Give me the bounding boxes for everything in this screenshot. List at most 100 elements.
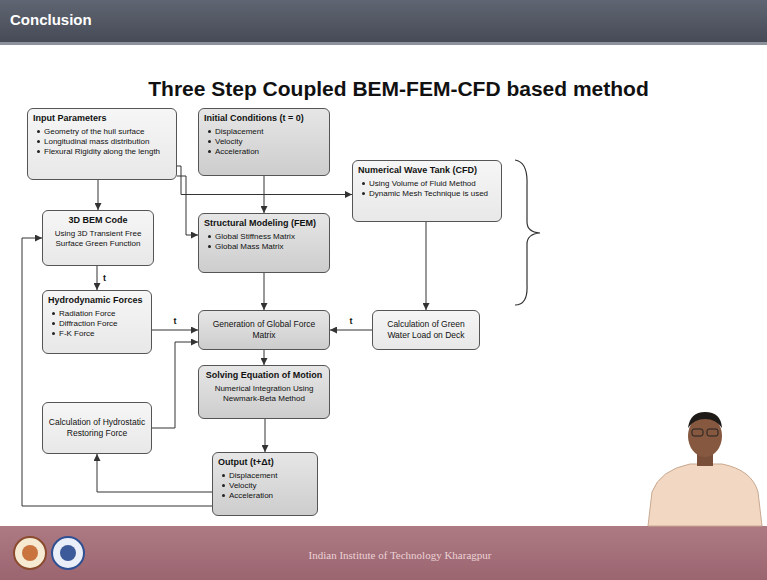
logo-seal xyxy=(22,545,38,561)
bullet-dot xyxy=(362,192,365,195)
bullet-item: Velocity xyxy=(208,137,324,147)
bullet-text: Dynamic Mesh Technique is used xyxy=(369,189,488,199)
logo-seal xyxy=(60,545,76,561)
connector xyxy=(330,330,372,331)
box-heading: Initial Conditions (t = 0) xyxy=(204,113,324,124)
bullet-text: Using Volume of Fluid Method xyxy=(369,179,476,189)
connector xyxy=(98,180,99,210)
box-heading: Numerical Wave Tank (CFD) xyxy=(358,165,496,176)
bullet-dot xyxy=(208,130,211,133)
bullet-item: Acceleration xyxy=(208,147,324,157)
presenter-hair xyxy=(688,412,722,428)
connector xyxy=(177,176,198,235)
bullet-text: Acceleration xyxy=(229,491,273,501)
bullet-item: Radiation Force xyxy=(52,309,146,319)
connector xyxy=(152,330,198,331)
bullet-dot xyxy=(222,494,225,497)
bullet-item: Dynamic Mesh Technique is used xyxy=(362,189,496,199)
edge-label: t xyxy=(102,274,107,283)
bullet-item: Acceleration xyxy=(222,491,312,501)
process-box: Generation of Global Force Matrix xyxy=(198,310,330,350)
bullet-item: Global Mass Matrix xyxy=(208,242,324,252)
connector xyxy=(97,266,98,290)
output-box: Output (t+Δt) DisplacementVelocityAcceler… xyxy=(212,452,318,516)
logo-seal xyxy=(14,537,46,569)
box-text: Numerical Integration Using Newmark-Beta… xyxy=(204,384,324,404)
bullet-text: Global Mass Matrix xyxy=(215,242,283,252)
connector xyxy=(22,238,212,506)
process-box: Calculation of Hydrostatic Restoring For… xyxy=(42,402,152,454)
connector xyxy=(426,222,427,310)
bullet-item: Longitudinal mass distribution xyxy=(37,137,171,147)
bullet-text: Flexural Rigidity along the length xyxy=(44,147,160,157)
presenter-glasses xyxy=(707,429,718,436)
initial-conditions-box: Initial Conditions (t = 0) DisplacementVe… xyxy=(198,108,330,176)
bullet-item: Global Stiffness Matrix xyxy=(208,232,324,242)
institute-logo xyxy=(14,537,84,569)
handwritten-brace xyxy=(515,160,540,305)
box-text: Calculation of Hydrostatic Restoring For… xyxy=(48,417,146,438)
input-box: Input ParametersGeometry of the hull sur… xyxy=(27,108,177,180)
bullet-item: Geometry of the hull surface xyxy=(37,127,171,137)
bullet-item: Using Volume of Fluid Method xyxy=(362,179,496,189)
bullet-text: Acceleration xyxy=(215,147,259,157)
bullet-dot xyxy=(208,150,211,153)
force-box: Hydrodynamic ForcesRadiation ForceDiffra… xyxy=(42,290,152,354)
logo-seal xyxy=(52,537,84,569)
bullet-dot xyxy=(222,484,225,487)
bullet-text: Global Stiffness Matrix xyxy=(215,232,295,242)
box-heading: Input Parameters xyxy=(33,113,171,124)
presenter-glasses xyxy=(692,429,703,436)
cfd-box: Numerical Wave Tank (CFD) Using Volume of… xyxy=(352,160,502,222)
presenter-shirt xyxy=(648,464,762,526)
bullet-dot xyxy=(37,130,40,133)
box-text: Using 3D Transient Free Surface Green Fu… xyxy=(48,229,148,249)
box-text: Calculation of Green Water Load on Deck xyxy=(378,319,474,340)
bullet-dot xyxy=(208,140,211,143)
bem-box: 3D BEM CodeUsing 3D Transient Free Surfa… xyxy=(42,210,154,266)
box-heading: Output (t+Δt) xyxy=(218,457,312,468)
bullet-item: Diffraction Force xyxy=(52,319,146,329)
bullet-item: Displacement xyxy=(208,127,324,137)
edge-label: t xyxy=(173,317,178,326)
bullet-dot xyxy=(37,150,40,153)
bullet-dot xyxy=(52,332,55,335)
box-heading: Solving Equation of Motion xyxy=(204,370,324,381)
bullet-dot xyxy=(37,140,40,143)
text-wrap: Generation of Global Force Matrix xyxy=(204,319,324,340)
bullet-item: Flexural Rigidity along the length xyxy=(37,147,171,157)
text-wrap: Calculation of Hydrostatic Restoring For… xyxy=(48,417,146,438)
box-text: Generation of Global Force Matrix xyxy=(204,319,324,340)
connector xyxy=(264,273,265,310)
bullet-text: Velocity xyxy=(229,481,257,491)
bullet-dot xyxy=(52,312,55,315)
presenter-figure xyxy=(648,412,762,526)
bullet-text: Displacement xyxy=(215,127,263,137)
bullet-item: Displacement xyxy=(222,471,312,481)
box-heading: Structural Modeling (FEM) xyxy=(204,218,324,229)
bullet-text: Radiation Force xyxy=(59,309,115,319)
connector xyxy=(264,350,265,365)
connector xyxy=(152,342,198,428)
slide-title: Three Step Coupled BEM-FEM-CFD based met… xyxy=(15,77,767,101)
bullet-dot xyxy=(222,474,225,477)
bullet-dot xyxy=(52,322,55,325)
edge-label: t xyxy=(349,317,354,326)
bullet-text: Diffraction Force xyxy=(59,319,118,329)
bullet-item: F-K Force xyxy=(52,329,146,339)
footer-text: Indian Institute of Technology Kharagpur xyxy=(0,549,767,561)
box-heading: Hydrodynamic Forces xyxy=(48,295,146,306)
bullet-text: F-K Force xyxy=(59,329,95,339)
text-wrap: Calculation of Green Water Load on Deck xyxy=(378,319,474,340)
connector xyxy=(97,454,212,492)
connector xyxy=(265,419,266,452)
fem-box: Structural Modeling (FEM) Global Stiffnes… xyxy=(198,213,330,273)
box-heading: 3D BEM Code xyxy=(48,215,148,226)
bullet-text: Geometry of the hull surface xyxy=(44,127,145,137)
bullet-dot xyxy=(208,245,211,248)
bullet-text: Velocity xyxy=(215,137,243,147)
bullet-text: Displacement xyxy=(229,471,277,481)
solver-box: Solving Equation of MotionNumerical Inte… xyxy=(198,365,330,419)
bullet-item: Velocity xyxy=(222,481,312,491)
